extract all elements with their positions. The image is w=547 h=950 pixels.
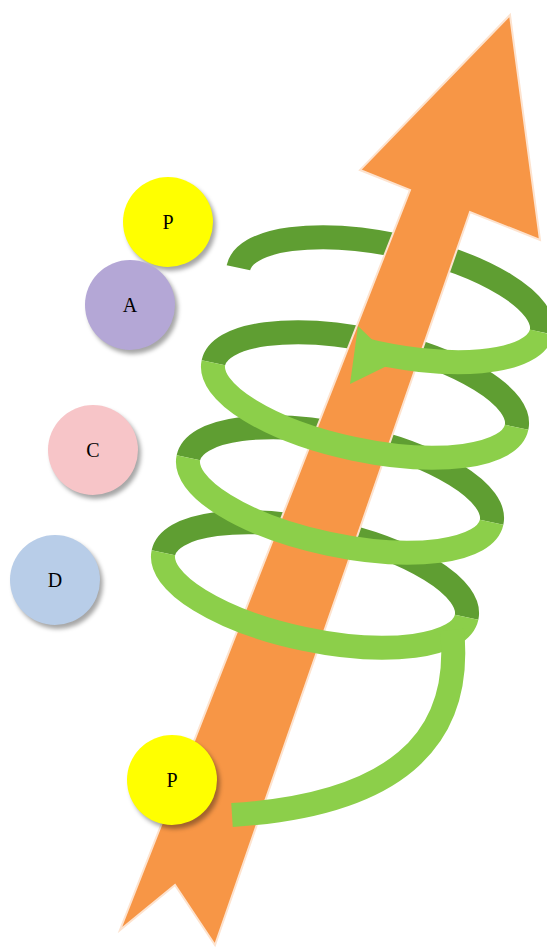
spiral-front	[152, 553, 467, 671]
phase-circle: P	[123, 177, 213, 267]
spiral-arrowhead	[350, 326, 395, 384]
spiral-front	[177, 458, 492, 576]
phase-circle: A	[85, 260, 175, 350]
phase-circle: D	[10, 535, 100, 625]
spiral-front	[202, 363, 517, 481]
phase-letter: D	[48, 570, 62, 590]
spiral-front	[359, 296, 541, 386]
phase-circle: C	[48, 405, 138, 495]
spiral-tail	[232, 630, 453, 815]
phase-circle: P	[127, 735, 217, 825]
phase-letter: P	[166, 770, 177, 790]
phase-letter: P	[162, 212, 173, 232]
orange-arrow	[120, 15, 540, 945]
phase-letter: A	[123, 295, 137, 315]
phase-letter: C	[86, 440, 99, 460]
